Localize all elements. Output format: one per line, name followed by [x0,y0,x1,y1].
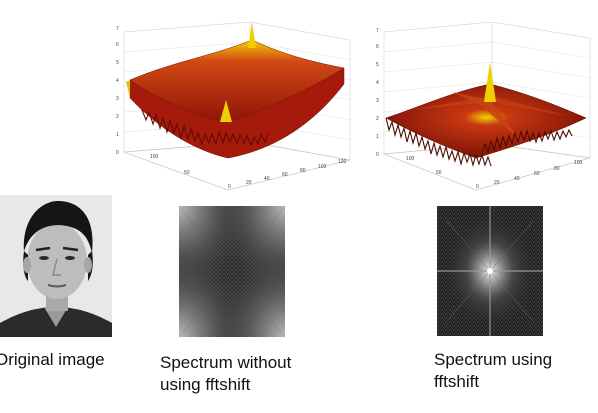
caption-unshifted-line1: Spectrum without [160,353,292,372]
surface-plot-unshifted: 0 1 2 3 4 5 6 7 0 20 40 60 80 100 120 50… [112,22,357,192]
svg-text:100: 100 [318,164,327,170]
svg-text:80: 80 [554,166,560,172]
svg-text:40: 40 [264,176,270,182]
svg-text:4: 4 [116,78,119,84]
caption-unshifted-line2: using fftshift [160,375,251,394]
svg-text:3: 3 [376,98,379,104]
surface-plot-unshifted-svg: 0 1 2 3 4 5 6 7 0 20 40 60 80 100 120 50… [116,22,351,191]
z-ticks-unshifted: 0 1 2 3 4 5 6 7 [116,26,119,156]
svg-text:6: 6 [376,44,379,50]
x-ticks-shifted: 0 20 40 60 80 100 [476,160,583,190]
svg-text:50: 50 [184,170,190,176]
z-ticks-shifted: 0 1 2 3 4 5 6 7 [376,28,379,158]
svg-text:60: 60 [282,172,288,178]
svg-text:50: 50 [436,170,442,176]
caption-shifted-line2: fftshift [434,372,480,391]
svg-text:20: 20 [246,180,252,186]
x-ticks-unshifted: 0 20 40 60 80 100 120 [228,159,347,190]
face-photo [0,195,112,337]
caption-shifted-line1: Spectrum using [434,350,553,369]
svg-text:0: 0 [116,150,119,156]
surface-top-unshifted [129,39,345,123]
original-image [0,195,112,337]
svg-text:7: 7 [376,28,379,34]
svg-text:2: 2 [376,116,379,122]
spectrum-corners-bright [179,206,285,337]
spectrum-center-bright [437,206,543,336]
svg-text:0: 0 [228,184,231,190]
peak-back-unshifted [248,22,256,48]
svg-text:0: 0 [476,184,479,190]
peak-front-unshifted [220,100,232,122]
svg-text:120: 120 [338,159,347,165]
svg-text:1: 1 [376,134,379,140]
svg-text:60: 60 [534,171,540,177]
svg-text:7: 7 [116,26,119,32]
surface-plot-shifted-svg: 0 1 2 3 4 5 6 7 0 20 40 60 80 100 50 100 [376,22,591,191]
svg-text:100: 100 [406,156,415,162]
svg-text:4: 4 [376,80,379,86]
svg-text:2: 2 [116,114,119,120]
caption-original: Original image [0,350,105,369]
svg-text:5: 5 [376,62,379,68]
svg-text:80: 80 [300,168,306,174]
y-ticks-shifted: 50 100 [406,156,442,176]
surface-plot-shifted: 0 1 2 3 4 5 6 7 0 20 40 60 80 100 50 100 [372,22,594,192]
svg-text:0: 0 [376,152,379,158]
svg-text:100: 100 [150,154,159,160]
svg-text:40: 40 [514,176,520,182]
svg-text:1: 1 [116,132,119,138]
svg-text:5: 5 [116,60,119,66]
svg-text:20: 20 [494,180,500,186]
spectrum-shifted-image [437,206,543,336]
svg-text:6: 6 [116,42,119,48]
y-ticks-unshifted: 50 100 [150,154,190,176]
svg-text:3: 3 [116,96,119,102]
spectrum-unshifted-image [179,206,285,337]
svg-text:100: 100 [574,160,583,166]
peak-center-shifted [484,62,496,102]
